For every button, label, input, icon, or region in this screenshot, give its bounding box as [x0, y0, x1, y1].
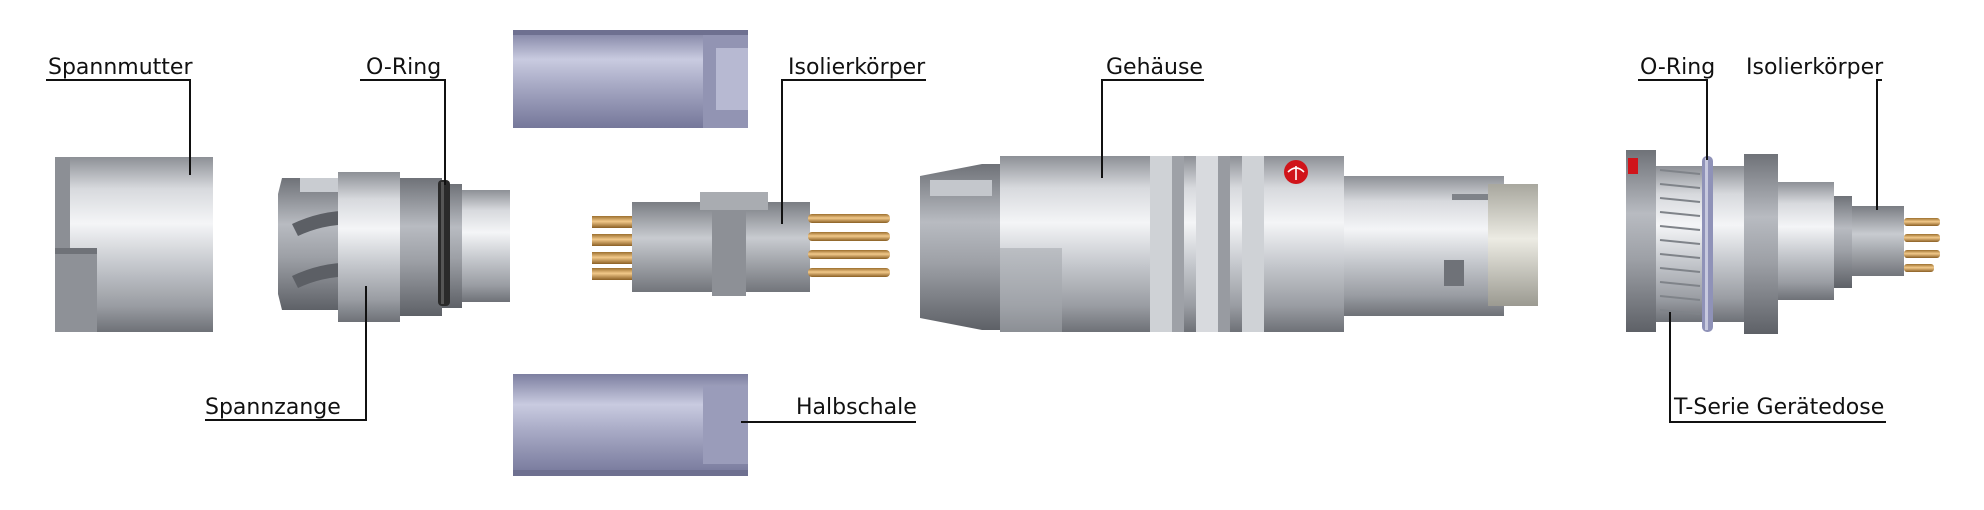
gehaeuse-part	[920, 156, 1538, 332]
thread-lines	[1659, 169, 1701, 315]
label-o-ring-left: O-Ring	[366, 55, 441, 80]
label-halbschale: Halbschale	[796, 395, 917, 420]
halbschale-top-part	[513, 30, 748, 128]
label-gehaeuse: Gehäuse	[1106, 55, 1203, 80]
o-ring-left-part	[438, 180, 450, 306]
label-isolierkoerper-left: Isolierkörper	[788, 55, 926, 80]
label-t-serie-geraetedose: T-Serie Gerätedose	[1673, 395, 1884, 420]
isolierkoerper-left-part	[592, 192, 890, 296]
leader-lines	[46, 79, 1886, 423]
halbschale-bottom-part	[513, 374, 748, 476]
o-ring-right-part	[1702, 156, 1713, 332]
spannmutter-part	[55, 157, 213, 332]
spannzange-part	[278, 172, 510, 322]
label-isolierkoerper-right: Isolierkörper	[1746, 55, 1884, 80]
t-serie-geraetedose-part	[1626, 150, 1940, 334]
label-spannmutter: Spannmutter	[48, 55, 193, 80]
label-o-ring-right: O-Ring	[1640, 55, 1715, 80]
label-spannzange: Spannzange	[205, 395, 341, 420]
